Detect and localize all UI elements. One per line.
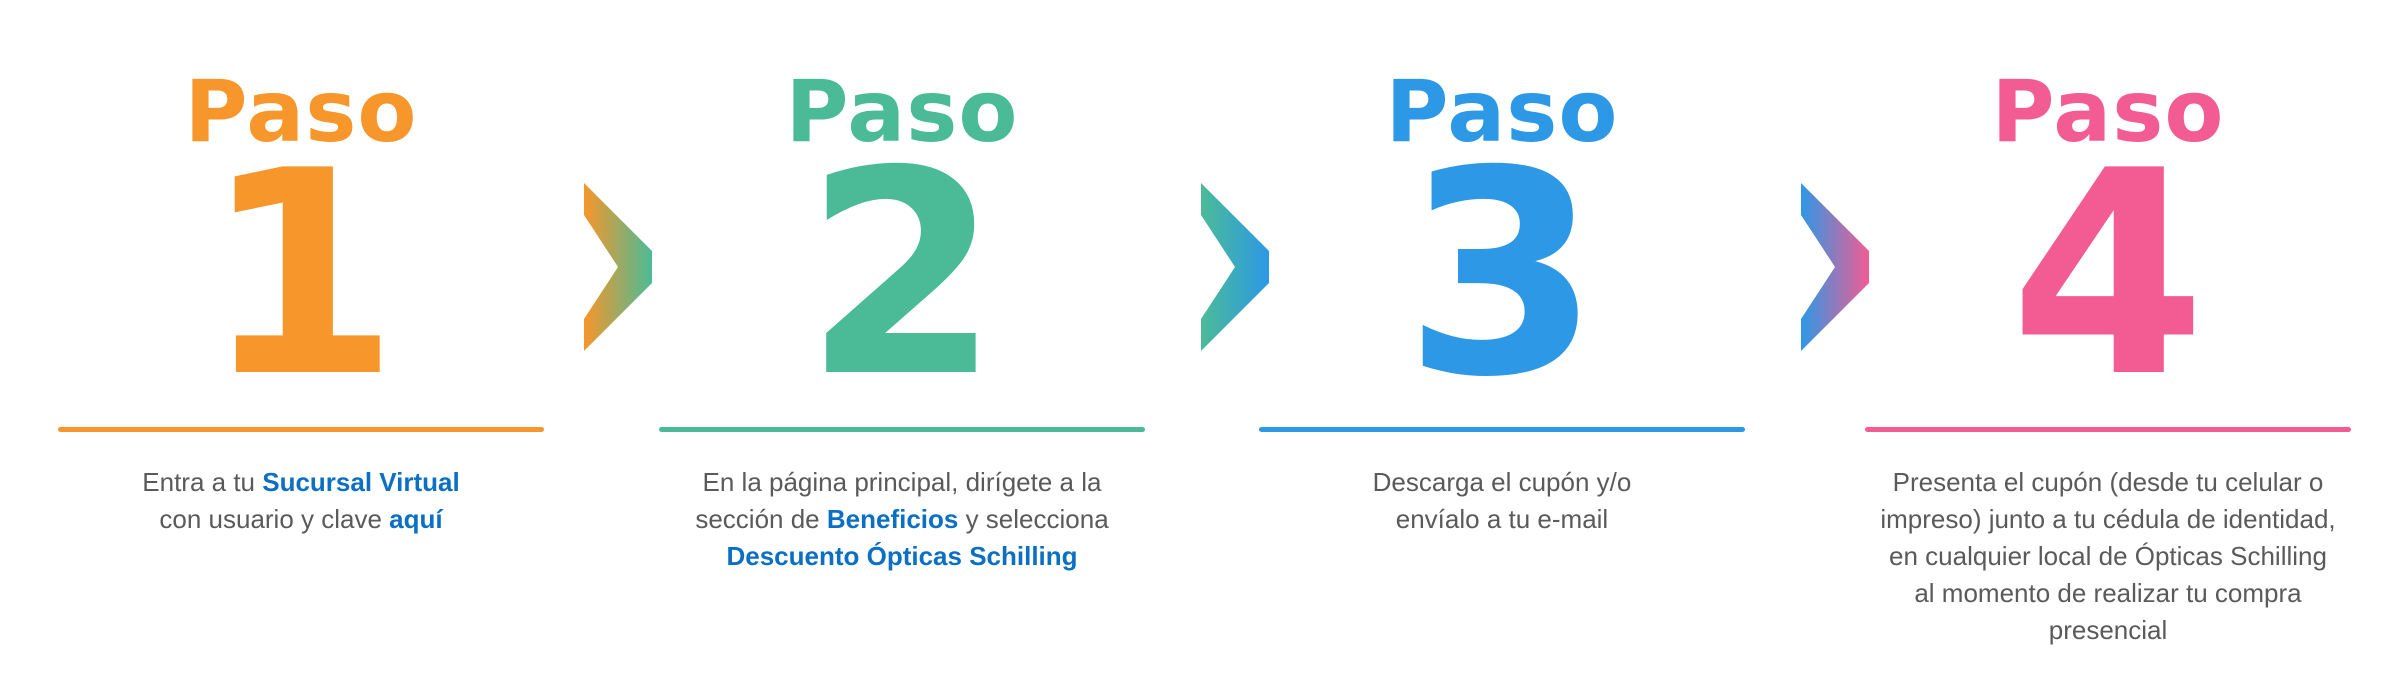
- arrow-2: [1201, 183, 1269, 351]
- step-3-divider: [1259, 427, 1745, 432]
- chevron-right-icon: [584, 183, 652, 351]
- step-1-divider: [58, 427, 544, 432]
- step-3-number: 3: [1403, 110, 1601, 439]
- arrow-1: [584, 183, 652, 351]
- step-3-line-2: envíalo a tu e-mail: [1395, 504, 1609, 534]
- step-4-label: Paso: [1991, 62, 2225, 162]
- step-4-line-5: presencial: [2048, 615, 2168, 645]
- beneficios-link[interactable]: Beneficios: [826, 504, 959, 534]
- step-3: Paso 3 Descarga el cupón y/o envíalo a t…: [1259, 0, 1745, 691]
- step-4-line-1: Presenta el cupón (desde tu celular o: [1892, 467, 2324, 497]
- step-1-line-1: Entra a tu Sucursal Virtual: [58, 464, 544, 501]
- step-1-label: Paso: [184, 62, 418, 162]
- arrow-3: [1801, 183, 1869, 351]
- step-2-line-2: sección de Beneficios y selecciona: [659, 501, 1145, 538]
- sucursal-virtual-link[interactable]: Sucursal Virtual: [262, 467, 460, 497]
- step-3-label: Paso: [1385, 62, 1619, 162]
- step-4-line-4: al momento de realizar tu compra: [1914, 578, 2302, 608]
- step-3-line-1: Descarga el cupón y/o: [1372, 467, 1632, 497]
- step-2-divider: [659, 427, 1145, 432]
- step-2-line-2-text: sección de: [695, 504, 827, 534]
- chevron-right-icon: [1201, 183, 1269, 351]
- step-2-line-3: Descuento Ópticas Schilling: [659, 538, 1145, 575]
- step-1-line-2-text: con usuario y clave: [159, 504, 390, 534]
- step-3-description: Descarga el cupón y/o envíalo a tu e-mai…: [1259, 464, 1745, 538]
- step-2-line-1: En la página principal, dirígete a la: [702, 467, 1102, 497]
- step-2-label: Paso: [785, 62, 1019, 162]
- step-4: Paso 4 Presenta el cupón (desde tu celul…: [1865, 0, 2351, 691]
- step-2-description: En la página principal, dirígete a la se…: [659, 464, 1145, 575]
- step-4-description: Presenta el cupón (desde tu celular o im…: [1865, 464, 2351, 649]
- step-1: Paso 1 Entra a tu Sucursal Virtual con u…: [58, 0, 544, 691]
- step-4-line-3: en cualquier local de Ópticas Schilling: [1889, 541, 2327, 571]
- step-2: Paso 2 En la página principal, dirígete …: [659, 0, 1145, 691]
- step-1-description: Entra a tu Sucursal Virtual con usuario …: [58, 464, 544, 538]
- aqui-link[interactable]: aquí: [389, 504, 443, 534]
- chevron-right-icon: [1801, 183, 1869, 351]
- step-2-number: 2: [803, 110, 1001, 439]
- descuento-opticas-schilling-link[interactable]: Descuento Ópticas Schilling: [726, 541, 1078, 571]
- step-4-number: 4: [2009, 110, 2207, 439]
- step-2-line-2-tail: y selecciona: [958, 504, 1109, 534]
- step-1-line-2: con usuario y clave aquí: [58, 501, 544, 538]
- step-1-number: 1: [202, 110, 400, 439]
- step-1-line-1-text: Entra a tu: [142, 467, 263, 497]
- step-4-divider: [1865, 427, 2351, 432]
- step-4-line-2: impreso) junto a tu cédula de identidad,: [1880, 504, 2336, 534]
